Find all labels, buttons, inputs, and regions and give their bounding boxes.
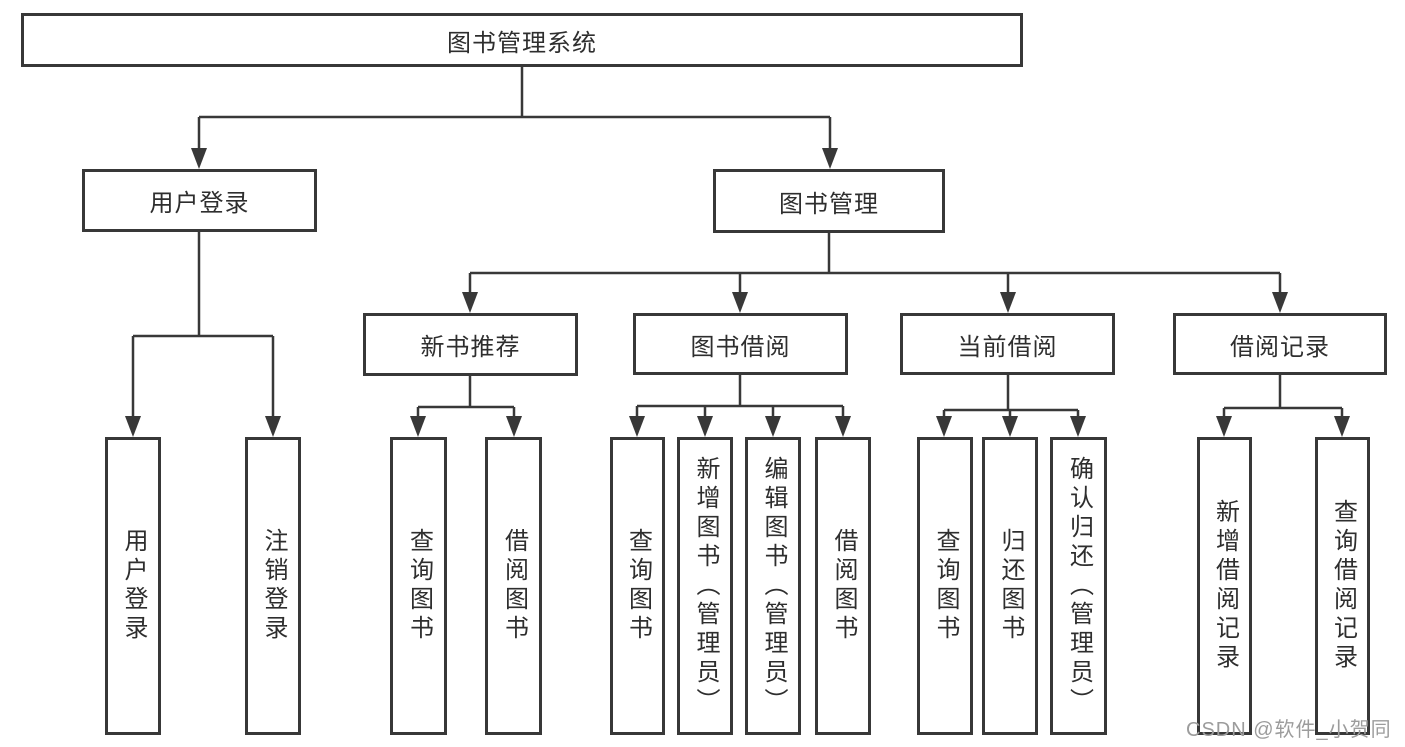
node-new-book-recommend: 新书推荐: [363, 313, 578, 376]
leaf-records-add-record: 新增借阅记录: [1197, 437, 1252, 735]
leaf-current-return-books: 归还图书: [982, 437, 1038, 735]
leaf-newbooks-query-books: 查询图书: [390, 437, 447, 735]
node-user-login: 用户登录: [82, 169, 317, 232]
leaf-borrow-query-books: 查询图书: [610, 437, 665, 735]
leaf-newbooks-borrow-books: 借阅图书: [485, 437, 542, 735]
connector-newbooks-to-leaves: [416, 376, 516, 419]
connector-records-to-leaves: [1222, 375, 1344, 419]
node-book-management: 图书管理: [713, 169, 945, 233]
csdn-watermark: CSDN @软件_小贺同学: [1186, 719, 1392, 741]
connector-bookmgmt-to-level3: [468, 233, 1282, 295]
leaf-current-query-books: 查询图书: [917, 437, 973, 735]
connector-root-to-level2: [197, 67, 832, 151]
leaf-borrow-borrow-books: 借阅图书: [815, 437, 871, 735]
arrowheads: [125, 148, 1350, 437]
connector-bookborrow-to-leaves: [635, 375, 845, 419]
node-book-borrowing: 图书借阅: [633, 313, 848, 375]
leaf-current-confirm-return-admin: 确认归还（管理员）: [1050, 437, 1107, 735]
leaf-borrow-add-books-admin: 新增图书（管理员）: [677, 437, 733, 735]
leaf-borrow-edit-books-admin: 编辑图书（管理员）: [745, 437, 801, 735]
leaf-records-query-record: 查询借阅记录: [1315, 437, 1370, 735]
connector-userlogin-to-leaves: [131, 232, 275, 419]
node-current-borrowing: 当前借阅: [900, 313, 1115, 375]
leaf-user-login: 用户登录: [105, 437, 161, 735]
node-root-library-system: 图书管理系统: [21, 13, 1023, 67]
node-borrowing-records: 借阅记录: [1173, 313, 1387, 375]
leaf-logout: 注销登录: [245, 437, 301, 735]
connector-currentborrow-to-leaves: [942, 375, 1080, 419]
